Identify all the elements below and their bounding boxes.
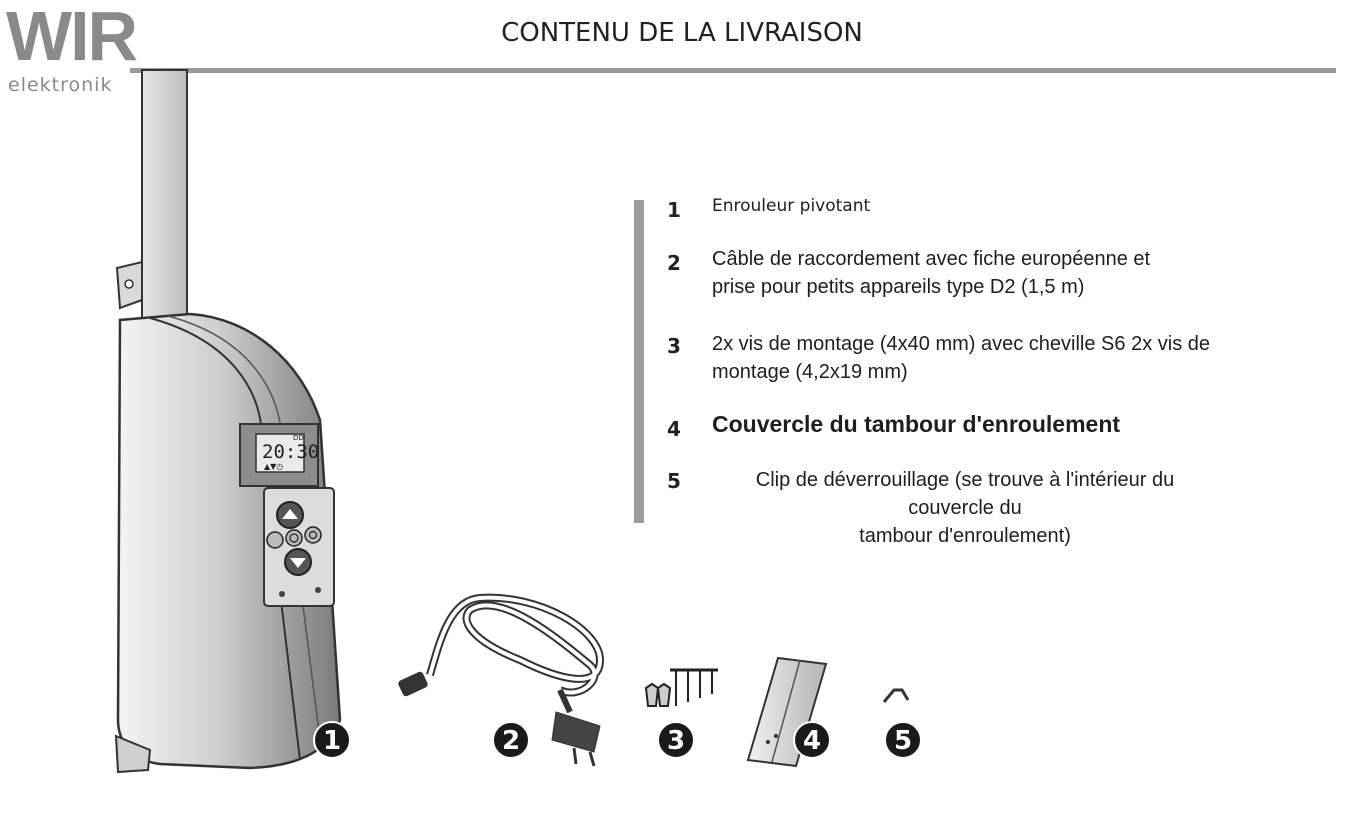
header-rule [130,68,1336,73]
badge-5: 5 [884,721,922,759]
lcd-panel: 20:30 DD ▲▼◷ [239,423,319,487]
badge-3: 3 [657,721,695,759]
item-text-5-line2: tambour d'enroulement) [859,525,1071,547]
belt-strap [141,69,188,323]
item-text-3-line1: 2x vis de montage (4x40 mm) avec chevill… [712,333,1210,355]
screws-illustration [644,668,718,707]
item-number-4: 4 [667,417,681,441]
clock-icon [289,533,299,543]
release-clip-illustration [882,688,910,703]
moon-button[interactable] [266,531,284,549]
item-text-4: Couvercle du tambour d'enroulement [712,411,1121,437]
item-text-2-line2: prise pour petits appareils type D2 (1,5… [712,276,1085,298]
badge-2: 2 [492,721,530,759]
badge-1-label: 1 [323,726,341,756]
brand-logo: WIR elektronik [6,0,138,98]
clock-button[interactable] [285,529,303,547]
item-text-2-line1: Câble de raccordement avec fiche europée… [712,248,1151,270]
down-button[interactable] [284,548,312,576]
control-panel [263,487,335,607]
item-number-3: 3 [667,334,681,358]
drum-cover-illustration [746,656,828,768]
badge-1: 1 [313,721,351,759]
page-title: CONTENU DE LA LIVRAISON [501,18,863,48]
badge-2-label: 2 [502,726,520,756]
item-text-3-line2: montage (4,2x19 mm) [712,361,908,383]
logo-wordmark: WIR [6,0,138,75]
top-mounting-bracket [115,260,143,310]
lcd-symbols: ▲▼◷ [264,462,283,471]
sun-icon [308,530,318,540]
sun-button[interactable] [304,526,322,544]
badge-4-label: 4 [803,726,821,756]
item-number-5: 5 [667,469,681,493]
badge-4: 4 [793,721,831,759]
list-accent-bar [634,200,644,523]
arrow-down-icon [290,558,306,568]
badge-3-label: 3 [667,726,685,756]
logo-subtext: elektronik [8,74,113,96]
item-text-3: 2x vis de montage (4x40 mm) avec chevill… [712,330,1210,386]
item-text-1: Enrouleur pivotant [712,196,871,216]
power-cable-illustration [398,593,605,767]
lcd-time: 20:30 [262,441,319,463]
badge-5-label: 5 [894,726,912,756]
item-number-1: 1 [667,198,681,222]
up-button[interactable] [276,501,304,529]
lcd-tag: DD [293,434,304,442]
item-number-2: 2 [667,251,681,275]
arrow-up-icon [282,509,298,519]
bottom-mounting-bracket [114,734,152,774]
item-text-5-line1: Clip de déverrouillage (se trouve à l'in… [755,469,1175,519]
item-text-2: Câble de raccordement avec fiche europée… [712,245,1150,301]
item-text-5: Clip de déverrouillage (se trouve à l'in… [720,466,1210,550]
